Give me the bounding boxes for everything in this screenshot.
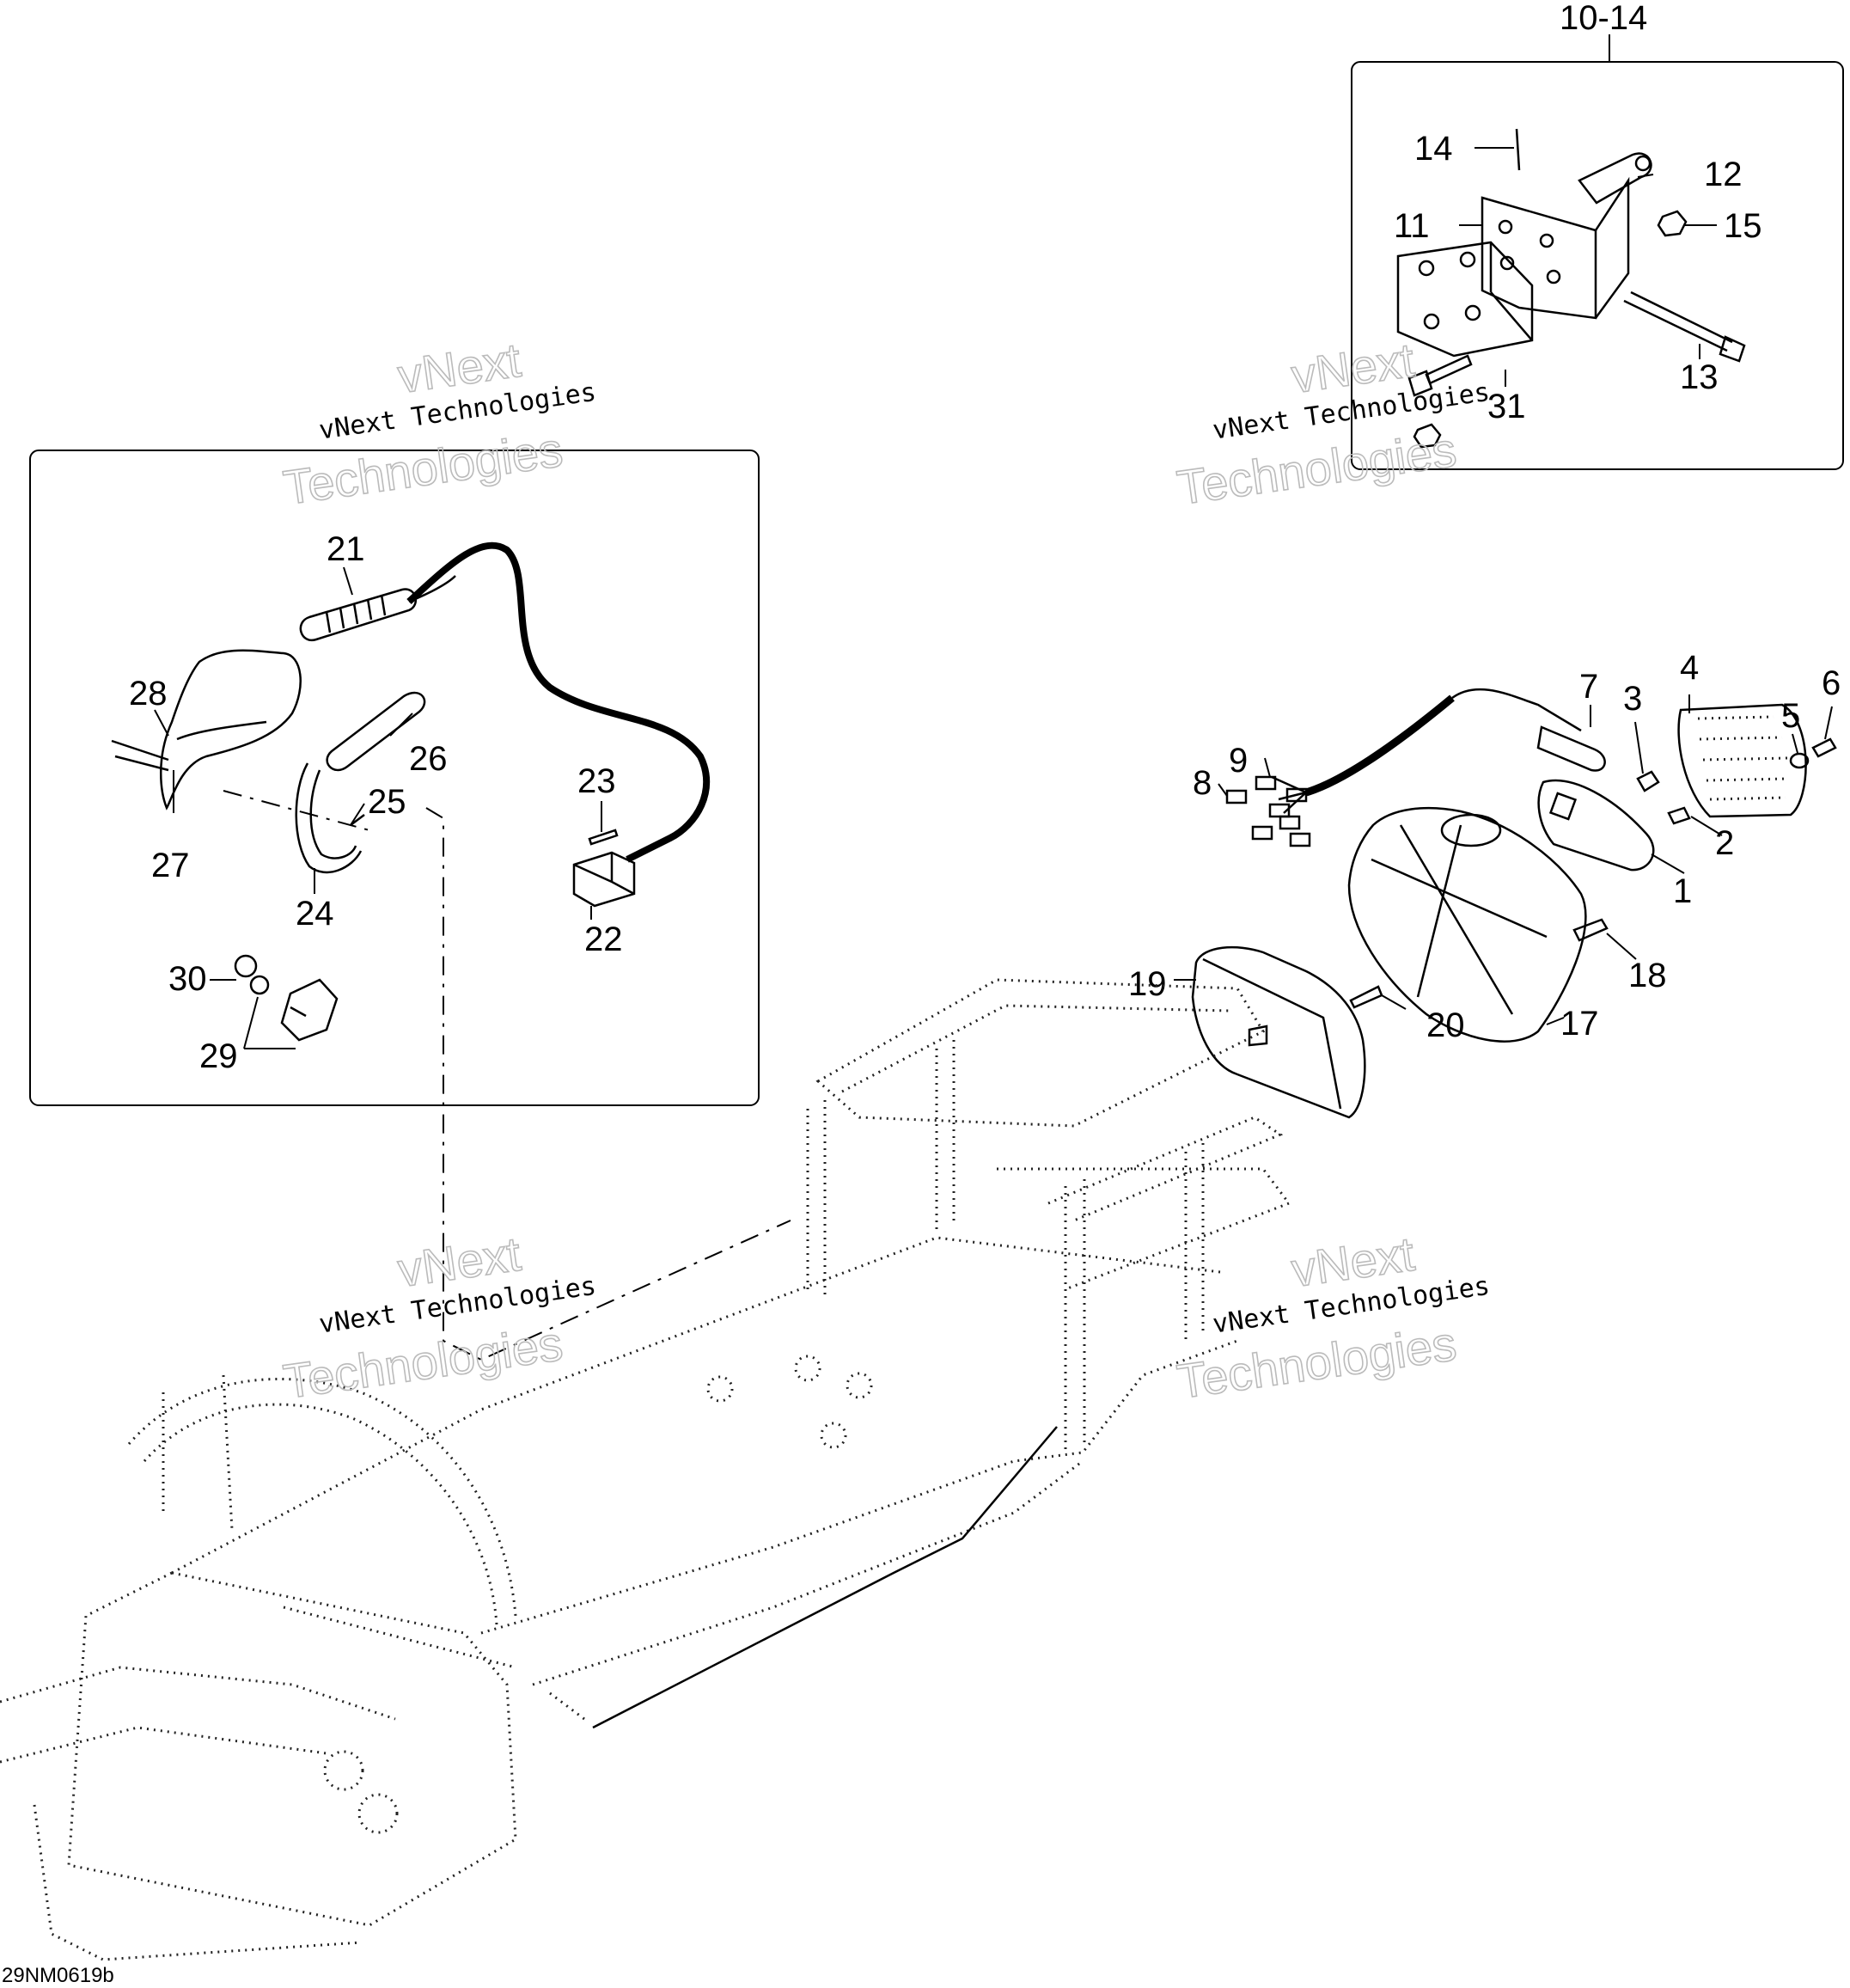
callout-12: 12 — [1704, 156, 1743, 193]
nut — [1657, 210, 1688, 237]
callout-3: 3 — [1623, 680, 1642, 718]
screw-20 — [1349, 985, 1383, 1009]
detail-box-license-bracket: 10-14 — [1351, 0, 1844, 470]
detail-frame-right — [1351, 61, 1844, 470]
assembly-leader — [425, 807, 791, 1361]
callout-19: 19 — [1128, 965, 1167, 1003]
callout-24: 24 — [296, 895, 334, 933]
callout-1: 1 — [1673, 872, 1692, 910]
hinge-part — [1578, 152, 1652, 205]
callout-8: 8 — [1193, 764, 1212, 802]
callout-29: 29 — [199, 1037, 238, 1075]
watermark-topleft: vNext Technologies vNext Technologies — [279, 332, 598, 516]
callout-15: 15 — [1724, 207, 1762, 245]
callout-25: 25 — [368, 783, 406, 821]
watermark-bottomleft: vNext Technologies vNext Technologies — [279, 1226, 598, 1410]
grip-sleeve — [326, 691, 426, 772]
connector — [572, 851, 636, 908]
screw-18 — [1572, 918, 1609, 942]
callout-2: 2 — [1715, 824, 1734, 862]
watermark-bottomright: vNext Technologies vNext Technologies — [1173, 1226, 1492, 1410]
callout-23: 23 — [577, 762, 616, 800]
switch — [234, 954, 339, 1042]
long-bolt — [1623, 291, 1746, 363]
heated-grip — [299, 588, 418, 642]
callout-22: 22 — [584, 921, 623, 958]
tail-light-assembly: 7 3 4 6 5 9 8 2 1 18 17 20 19 — [1128, 649, 1841, 1119]
screw-2 — [1667, 806, 1691, 825]
callout-4: 4 — [1680, 649, 1699, 687]
tail-lens — [1677, 703, 1807, 818]
cotter-pin — [1515, 128, 1521, 171]
handlebar-end — [295, 762, 363, 874]
callout-14: 14 — [1414, 130, 1453, 168]
callout-9: 9 — [1229, 742, 1248, 780]
callout-6: 6 — [1822, 664, 1841, 702]
bulb-socket — [1536, 725, 1606, 772]
terminals — [1225, 775, 1311, 847]
callout-18: 18 — [1628, 957, 1667, 994]
watermark-group: vNext Technologies vNext Technologies vN… — [279, 332, 1492, 1410]
callout-20: 20 — [1426, 1006, 1465, 1044]
screw-3 — [1636, 770, 1660, 792]
short-bolt — [1407, 354, 1473, 397]
terminal — [588, 829, 619, 846]
lamp-plate — [1537, 779, 1655, 872]
hand-guard — [111, 649, 302, 810]
callout-28: 28 — [129, 675, 168, 713]
callout-11: 11 — [1394, 207, 1430, 245]
chassis — [0, 978, 1291, 1961]
light-housing — [1347, 806, 1587, 1043]
callout-7: 7 — [1579, 668, 1598, 706]
callout-5: 5 — [1781, 697, 1800, 735]
wire-harness — [406, 541, 711, 863]
small-nut — [1413, 423, 1442, 449]
drawing-code: 29NM0619b — [2, 1964, 114, 1987]
detail-box-handle: 21 28 26 25 27 24 23 22 30 29 — [29, 450, 760, 1106]
callout-13: 13 — [1680, 358, 1719, 396]
plate-bracket — [1481, 176, 1630, 320]
screw-6 — [1811, 737, 1837, 758]
group-label: 10-14 — [1560, 0, 1647, 37]
detail-frame-left — [29, 450, 760, 1106]
callout-17: 17 — [1560, 1005, 1599, 1043]
callout-31: 31 — [1487, 388, 1526, 425]
callout-21: 21 — [327, 530, 365, 568]
washer-5 — [1789, 752, 1810, 769]
callout-26: 26 — [409, 740, 448, 778]
plate-spacer — [1396, 241, 1534, 358]
lens-cover — [1191, 945, 1366, 1119]
callout-30: 30 — [168, 960, 207, 998]
callout-27: 27 — [151, 847, 190, 884]
screw-25 — [350, 814, 365, 826]
watermark-topright: vNext Technologies vNext Technologies — [1173, 332, 1492, 516]
